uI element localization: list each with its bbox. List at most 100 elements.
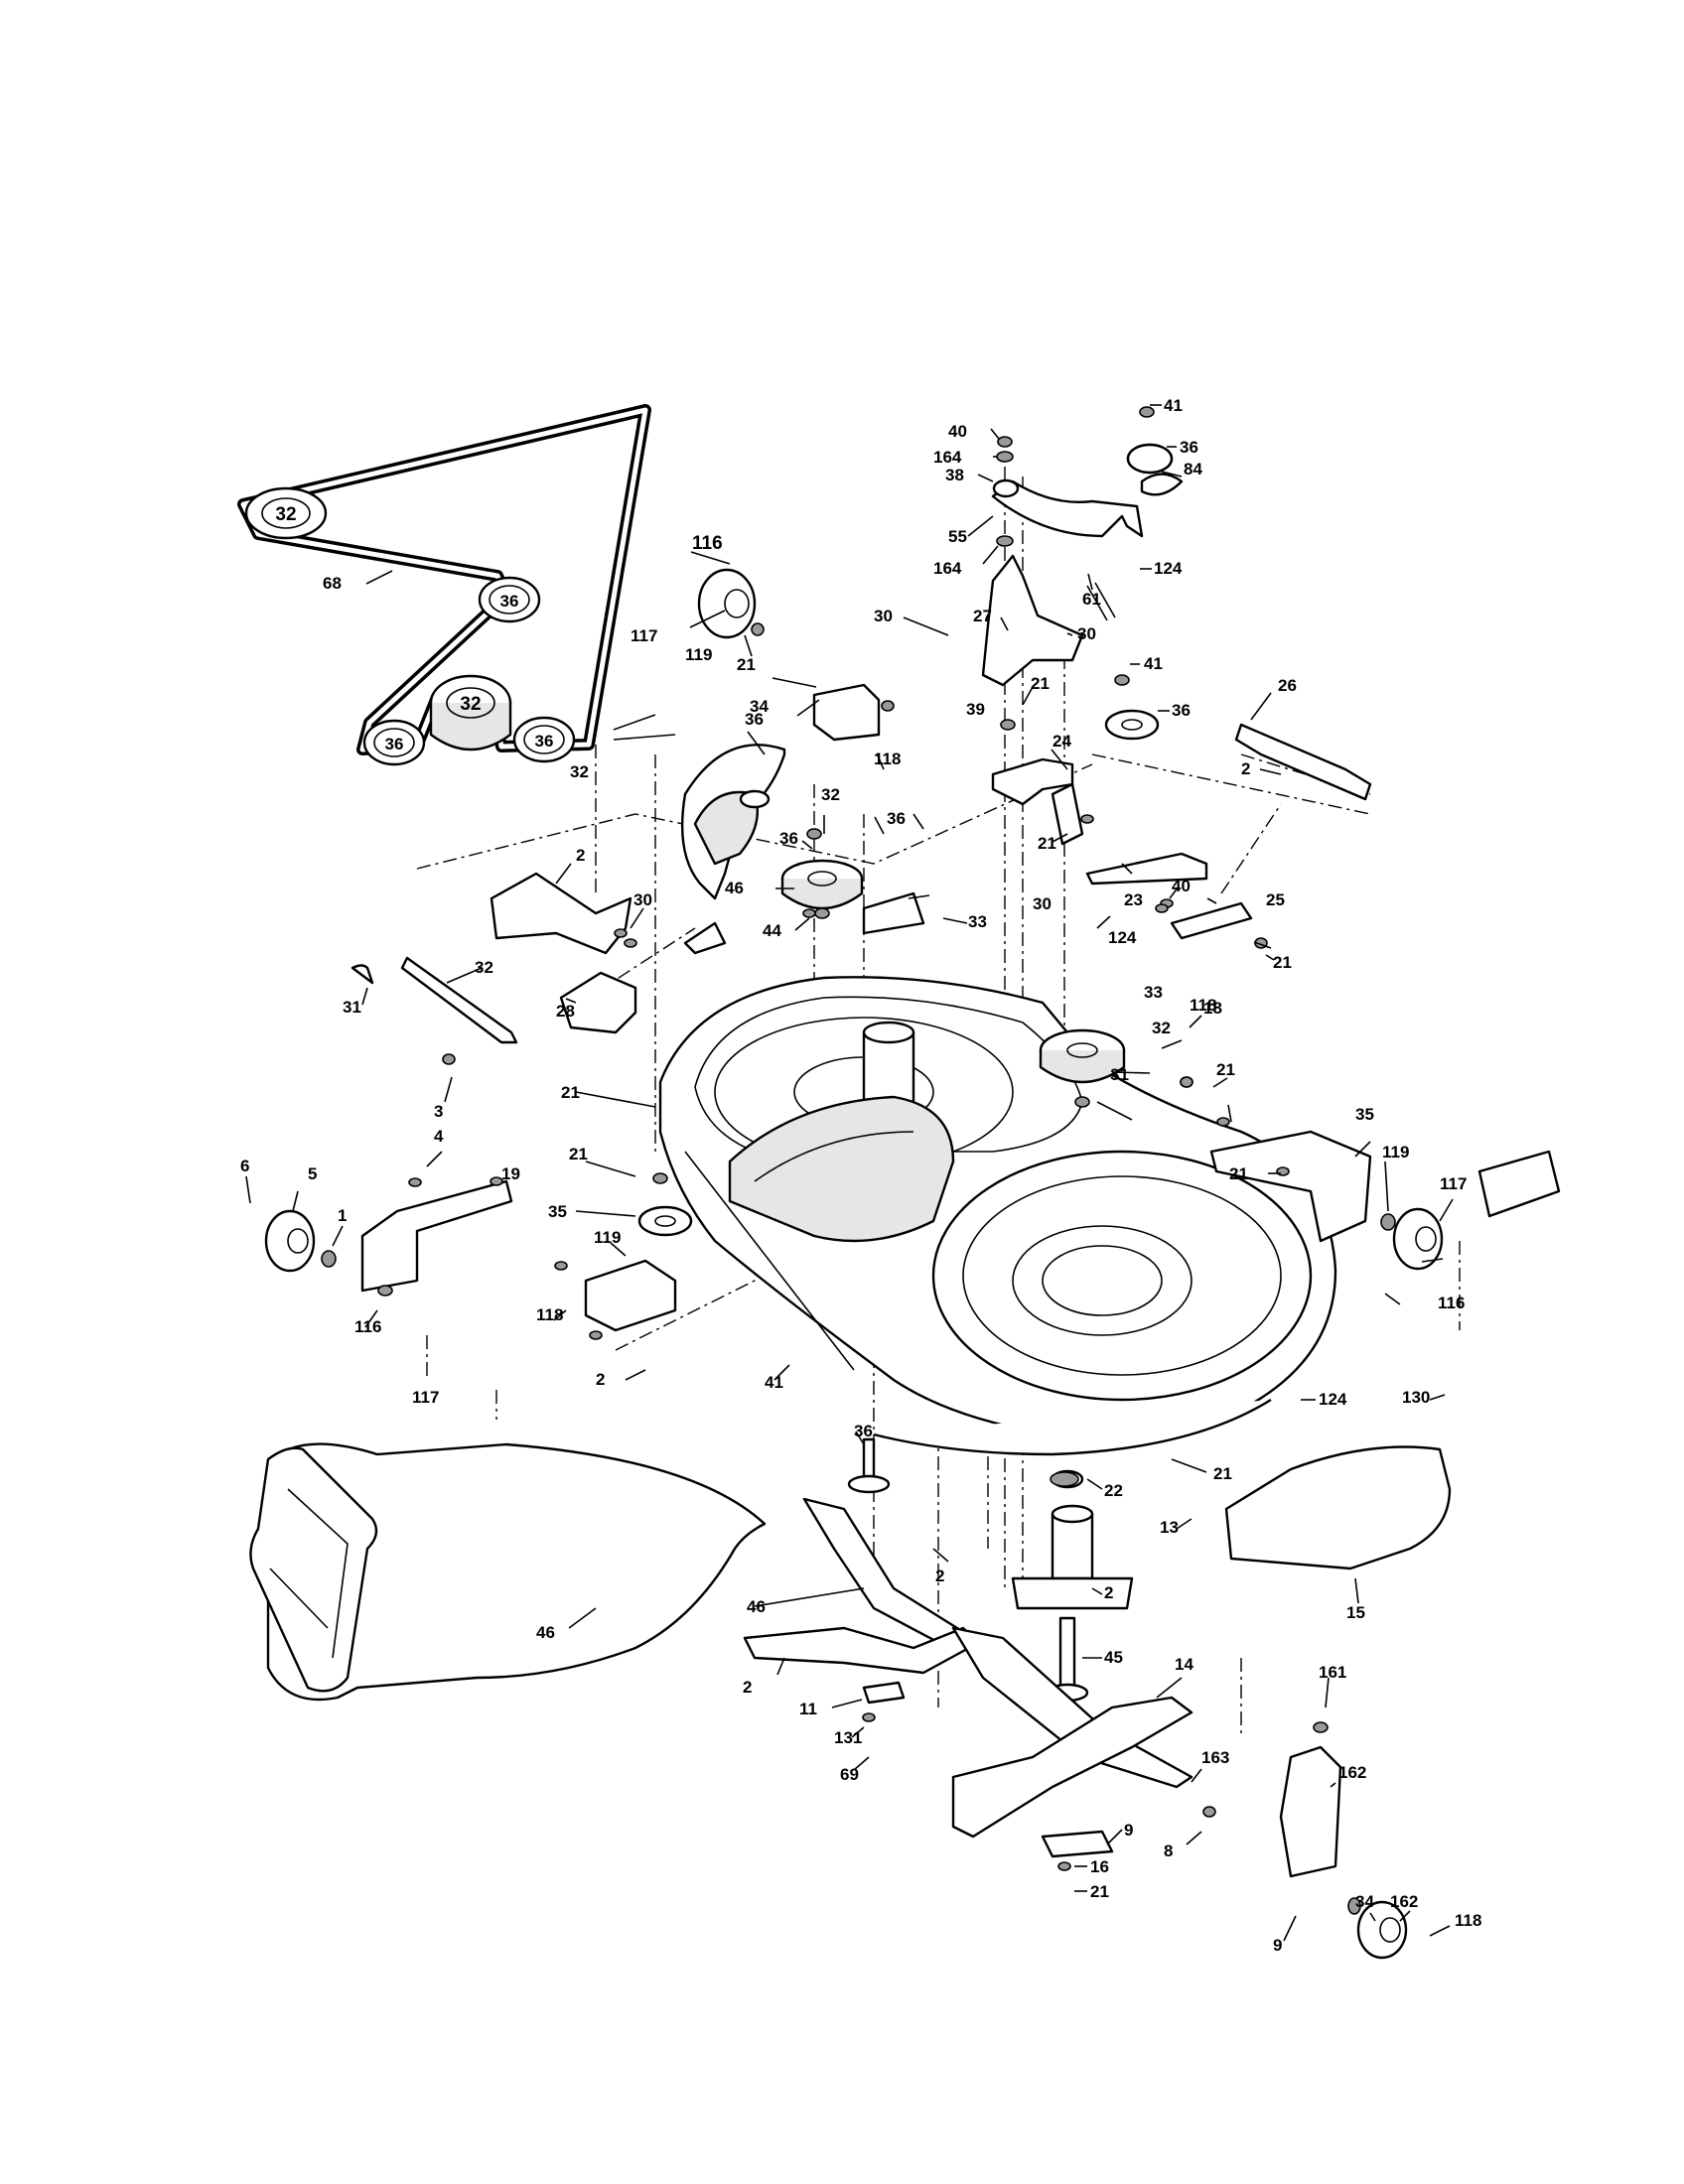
pulley-36-left <box>362 719 426 766</box>
label-69: 45 <box>1104 1648 1123 1667</box>
label-1: 21 <box>561 1083 580 1102</box>
label-164-top: 164 <box>933 448 962 467</box>
label-44: 36 <box>745 710 764 729</box>
label-27: 27 <box>973 607 992 625</box>
label-116-right: 116 <box>1438 1294 1465 1312</box>
label-119-lower: 34 <box>1355 1892 1374 1911</box>
label-21-top: 21 <box>737 655 756 674</box>
label-21-idler: 21 <box>1031 674 1050 693</box>
label-2-center: 21 <box>1213 1464 1232 1483</box>
pulley-callout-32a: 32 <box>275 504 296 525</box>
label-38: 38 <box>945 466 964 484</box>
label-61: 61 <box>1082 590 1101 609</box>
label-35-right: 35 <box>1355 1105 1374 1124</box>
label-162-right: 9 <box>1124 1821 1133 1840</box>
label-5: 31 <box>343 998 361 1017</box>
label-31-left: 44 <box>763 921 781 940</box>
label-9-right: 16 <box>1090 1857 1109 1876</box>
leader-lines <box>245 404 1454 1942</box>
label-131: 46 <box>536 1623 555 1642</box>
label-34-top: 34 <box>750 697 769 716</box>
label-23: 23 <box>1124 890 1143 909</box>
pulley-32-left <box>244 486 328 540</box>
label-41-left: 21 <box>569 1145 588 1163</box>
left-baffle <box>680 744 786 955</box>
label-14: 2 <box>1104 1583 1113 1602</box>
label-124-mid: 124 <box>1108 928 1137 947</box>
label-35-left: 19 <box>501 1164 520 1183</box>
label-36-left: 35 <box>548 1202 567 1221</box>
label-21-lower: 161 <box>1319 1663 1346 1682</box>
pulley-36-upper <box>478 576 541 623</box>
front-brackets <box>584 891 925 1332</box>
label-84: 84 <box>1184 460 1202 478</box>
gauge-wheels <box>264 568 1444 1960</box>
label-21-bracket24: 21 <box>1038 834 1056 853</box>
hardware <box>321 406 1396 1915</box>
label-21-front: 118 <box>536 1305 563 1324</box>
label-26: 26 <box>1278 676 1297 695</box>
label-46-right: 13 <box>1160 1518 1179 1537</box>
label-46-left: 32 <box>570 762 589 781</box>
label-164-mid: 164 <box>933 559 962 578</box>
label-116-lower: 118 <box>1455 1911 1481 1930</box>
label-117-right: 117 <box>1440 1174 1467 1193</box>
label-2-lower-right: 9 <box>1273 1936 1282 1955</box>
label-2-left-top: 36 <box>779 829 798 848</box>
idler-arm-assembly <box>981 443 1184 687</box>
label-30-left-mid: 36 <box>887 809 906 828</box>
label-116-top: 116 <box>692 533 723 554</box>
left-brackets <box>351 872 637 1044</box>
label-36-top: 36 <box>1180 438 1198 457</box>
label-16: 163 <box>1201 1748 1229 1767</box>
label-116-left: 6 <box>240 1157 249 1175</box>
deflector-shield <box>1224 1445 1452 1570</box>
label-21-left: 30 <box>633 890 652 909</box>
label-13: 36 <box>854 1422 873 1440</box>
label-18: 18 <box>1203 999 1222 1018</box>
label-55: 55 <box>948 527 967 546</box>
pulley-callout-36c: 36 <box>535 732 554 751</box>
label-15: 22 <box>1104 1481 1123 1500</box>
label-2-deck-right: 124 <box>1319 1390 1347 1409</box>
label-117-lower: 162 <box>1390 1892 1418 1911</box>
label-8: 69 <box>840 1765 859 1784</box>
label-2-left: 117 <box>412 1388 439 1407</box>
label-41-mid: 41 <box>1144 654 1163 673</box>
blades <box>743 1497 1193 1858</box>
right-brackets <box>991 723 1561 1218</box>
label-6: 32 <box>475 958 493 977</box>
label-46-right-top: 130 <box>1402 1388 1430 1407</box>
label-119-right: 119 <box>1382 1143 1409 1161</box>
deck-pulleys <box>637 443 1174 1237</box>
label-130: 41 <box>765 1373 783 1392</box>
label-24: 24 <box>1052 732 1071 751</box>
label-32-mid: 32 <box>1152 1019 1171 1037</box>
label-68: 68 <box>323 574 342 593</box>
label-118-right: 118 <box>1190 996 1216 1015</box>
pulley-callout-32b: 32 <box>460 694 481 715</box>
label-118-lower: 8 <box>1164 1842 1173 1860</box>
pulley-callout-36a: 36 <box>500 592 519 611</box>
label-33-mid: 33 <box>1144 983 1163 1002</box>
label-40-right: 40 <box>1172 877 1191 895</box>
label-40-top: 40 <box>948 422 967 441</box>
pulley-32-center <box>429 674 512 751</box>
callout-labels: 41 40 164 36 84 38 55 164 124 61 30 27 3… <box>240 396 1481 1955</box>
label-39: 39 <box>966 700 985 719</box>
label-117-left: 5 <box>308 1164 317 1183</box>
blade-spindles <box>847 1437 1134 1703</box>
label-31-mid: 31 <box>1110 1065 1129 1084</box>
label-11: 46 <box>747 1597 766 1616</box>
label-19: 3 <box>434 1102 443 1121</box>
label-124-front: 2 <box>596 1370 605 1389</box>
label-2-right-top: 2 <box>1241 759 1250 778</box>
label-118-top: 118 <box>874 750 901 768</box>
label-119-top: 119 <box>685 645 712 664</box>
label-20: 21 <box>1090 1882 1109 1901</box>
label-162-left: 11 <box>799 1700 817 1718</box>
label-163: 14 <box>1175 1655 1193 1674</box>
label-3: 2 <box>576 846 585 865</box>
label-33-left: 32 <box>821 785 840 804</box>
label-32-left: 46 <box>725 879 744 897</box>
